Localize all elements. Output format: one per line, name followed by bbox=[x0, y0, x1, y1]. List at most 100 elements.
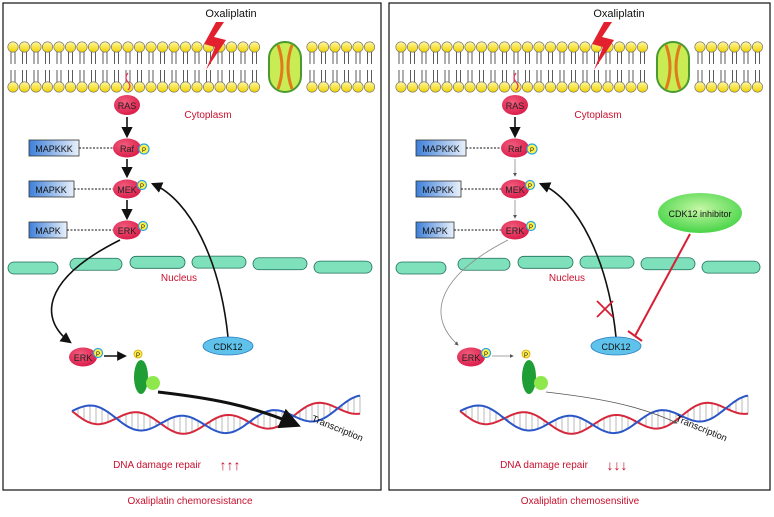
lipid-head bbox=[145, 81, 157, 93]
nuclear-envelope-segment bbox=[579, 255, 635, 269]
lipid-head bbox=[53, 41, 65, 53]
ras-label: RAS bbox=[506, 101, 525, 111]
mapkkk-label: MAPKKK bbox=[35, 144, 73, 154]
lipid-head bbox=[340, 81, 352, 93]
lipid-head bbox=[498, 81, 510, 93]
phospho-label: P bbox=[484, 352, 488, 358]
mapkk-label: MAPKK bbox=[35, 185, 67, 195]
phospho-badge bbox=[521, 349, 531, 359]
nuclear-envelope-segment bbox=[129, 255, 186, 269]
lipid-head bbox=[625, 41, 637, 53]
raf-node bbox=[501, 138, 529, 158]
lipid-head bbox=[625, 81, 637, 93]
lipid-head bbox=[363, 41, 375, 53]
lipid-head bbox=[65, 81, 77, 93]
lipid-head bbox=[122, 81, 134, 93]
raf-node bbox=[113, 138, 141, 158]
nuclear-envelope-segment bbox=[7, 261, 59, 275]
panel-frame bbox=[388, 2, 771, 491]
raf-label: Raf bbox=[120, 144, 135, 154]
cofactor-bead bbox=[534, 376, 548, 390]
lipid-head bbox=[487, 41, 499, 53]
nucleus-label: Nucleus bbox=[549, 273, 585, 284]
cdk12-mek-arrow bbox=[150, 182, 229, 338]
nuclear-envelope-segment bbox=[191, 255, 247, 269]
lipid-head bbox=[705, 41, 717, 53]
dna-helix bbox=[459, 394, 749, 435]
erk-label: ERK bbox=[118, 226, 137, 236]
cdk12-inhibitor-node bbox=[658, 193, 742, 233]
lipid-head bbox=[740, 41, 752, 53]
erk-label: ERK bbox=[506, 226, 525, 236]
nuclear-erk-label: ERK bbox=[462, 353, 481, 363]
lipid-head bbox=[452, 81, 464, 93]
ras-anchor bbox=[125, 72, 131, 91]
nuclear-erk-node bbox=[69, 347, 97, 367]
lipid-head bbox=[694, 81, 706, 93]
membrane-channel bbox=[656, 41, 690, 93]
lipid-head bbox=[544, 81, 556, 93]
lipid-head bbox=[122, 41, 134, 53]
lipid-head bbox=[134, 81, 146, 93]
mapkkk-label: MAPKKK bbox=[422, 144, 460, 154]
lipid-head bbox=[226, 81, 238, 93]
lipid-head bbox=[567, 41, 579, 53]
phospho-label: P bbox=[96, 352, 100, 358]
lipid-head bbox=[203, 81, 215, 93]
nuclear-erk-label: ERK bbox=[74, 353, 93, 363]
nuclear-envelope-segment bbox=[701, 260, 761, 274]
lipid-head bbox=[717, 41, 729, 53]
oxaliplatin-bolt-icon bbox=[592, 22, 614, 70]
repair-label: DNA damage repair bbox=[113, 460, 201, 471]
cdk12-mek-arrow bbox=[538, 182, 617, 338]
nuclear-envelope-segment bbox=[395, 261, 447, 275]
mek-node bbox=[113, 179, 141, 199]
phospho-label: P bbox=[142, 148, 146, 154]
lipid-head bbox=[226, 41, 238, 53]
repair-label: DNA damage repair bbox=[500, 460, 588, 471]
inhibition-bar bbox=[627, 330, 643, 342]
panel-chemoresistance: Oxaliplatin RAS Cytoplasm Raf P MEK P ER… bbox=[2, 2, 382, 491]
phospho-label: P bbox=[524, 353, 528, 359]
lipid-head bbox=[317, 81, 329, 93]
lipid-head bbox=[498, 41, 510, 53]
phospho-label: P bbox=[529, 225, 533, 231]
lipid-head bbox=[590, 81, 602, 93]
lipid-head bbox=[464, 41, 476, 53]
lipid-head bbox=[88, 81, 100, 93]
phospho-badge bbox=[136, 179, 148, 191]
lipid-head bbox=[510, 41, 522, 53]
lipid-head bbox=[99, 41, 111, 53]
lipid-head bbox=[30, 81, 42, 93]
lipid-head bbox=[452, 41, 464, 53]
lipid-head bbox=[636, 41, 648, 53]
lipid-head bbox=[464, 81, 476, 93]
cdk12-node bbox=[590, 336, 642, 356]
panel-caption: Oxaliplatin chemoresistance bbox=[127, 496, 253, 507]
lipid-head bbox=[613, 41, 625, 53]
lipid-head bbox=[717, 81, 729, 93]
lipid-head bbox=[406, 81, 418, 93]
lipid-head bbox=[728, 41, 740, 53]
lipid-head bbox=[556, 81, 568, 93]
panel-caption: Oxaliplatin chemosensitive bbox=[520, 496, 640, 507]
lipid-head bbox=[111, 41, 123, 53]
ras-label: RAS bbox=[118, 101, 137, 111]
lipid-head bbox=[352, 41, 364, 53]
mek-label: MEK bbox=[505, 185, 525, 195]
lipid-head bbox=[441, 41, 453, 53]
nuclear-envelope-segment bbox=[457, 257, 511, 271]
mapkk-label: MAPKK bbox=[422, 185, 454, 195]
lipid-head bbox=[751, 81, 763, 93]
lipid-head bbox=[306, 41, 318, 53]
lipid-head bbox=[340, 41, 352, 53]
phospho-label: P bbox=[141, 225, 145, 231]
ras-node bbox=[114, 95, 140, 115]
cdk12-label: CDK12 bbox=[213, 342, 242, 352]
lipid-head bbox=[88, 41, 100, 53]
phospho-badge bbox=[133, 349, 143, 359]
repair-decrease-arrows: ↓↓↓ bbox=[607, 457, 628, 473]
phospho-badge bbox=[525, 220, 537, 232]
